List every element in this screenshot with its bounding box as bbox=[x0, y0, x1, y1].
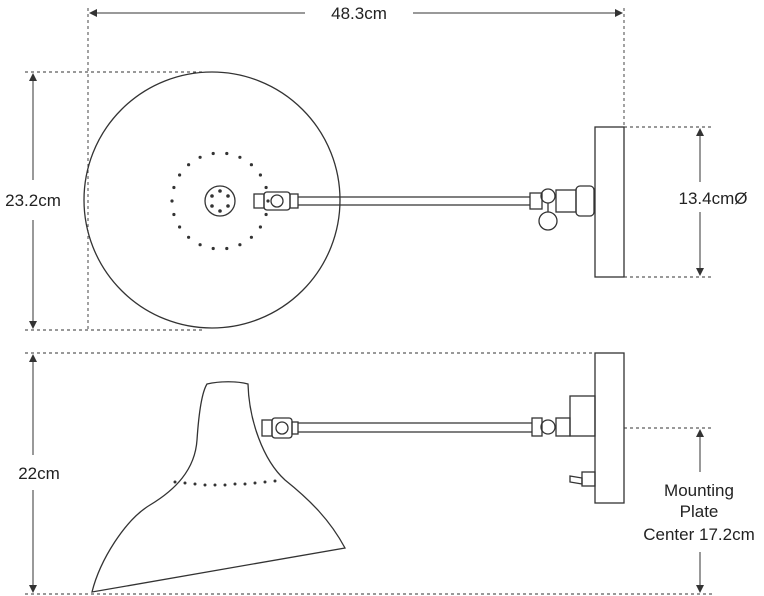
vent-hole bbox=[178, 225, 182, 229]
overall-height-dimension: 22cm bbox=[18, 352, 714, 595]
mounting-plate-label-line2: Plate bbox=[680, 502, 719, 521]
vent-hole bbox=[178, 173, 182, 177]
vent-hole bbox=[249, 163, 253, 167]
vent-hole bbox=[198, 155, 202, 159]
vent-hole bbox=[172, 185, 176, 190]
vent-hole bbox=[198, 243, 202, 247]
vent-hole bbox=[172, 212, 176, 217]
vent-hole bbox=[249, 235, 253, 239]
shade-diameter-dimension: 23.2cm bbox=[5, 71, 205, 331]
vent-hole bbox=[211, 151, 215, 156]
vent-hole bbox=[264, 185, 268, 190]
vent-hole bbox=[187, 235, 191, 239]
mounting-plate-label-line3: Center 17.2cm bbox=[643, 525, 755, 544]
side-view-shade bbox=[91, 381, 346, 593]
top-view-arm bbox=[253, 185, 595, 231]
mounting-plate-label-line1: Mounting bbox=[664, 481, 734, 500]
backplate-diameter-label: 13.4cmØ bbox=[679, 189, 748, 208]
vent-hole bbox=[225, 151, 229, 156]
vent-hole bbox=[258, 225, 262, 229]
top-view-shade bbox=[83, 71, 341, 329]
vent-hole bbox=[238, 243, 242, 247]
vent-hole bbox=[170, 199, 174, 203]
vent-hole bbox=[187, 163, 191, 167]
side-view-mounting-plate: Mounting Plate Center 17.2cm bbox=[594, 352, 755, 593]
side-view-arm bbox=[261, 395, 596, 487]
overall-width-dimension: 48.3cm bbox=[87, 4, 625, 330]
shade-diameter-label: 23.2cm bbox=[5, 191, 61, 210]
top-view-backplate: 13.4cmØ bbox=[594, 126, 748, 278]
overall-width-label: 48.3cm bbox=[331, 4, 387, 23]
vent-hole bbox=[264, 212, 268, 217]
vent-holes bbox=[170, 151, 270, 251]
vent-hole bbox=[266, 199, 270, 203]
vent-hole bbox=[238, 155, 242, 159]
vent-hole bbox=[258, 173, 262, 177]
overall-height-label: 22cm bbox=[18, 464, 60, 483]
vent-hole bbox=[225, 246, 229, 251]
vent-hole bbox=[211, 246, 215, 251]
